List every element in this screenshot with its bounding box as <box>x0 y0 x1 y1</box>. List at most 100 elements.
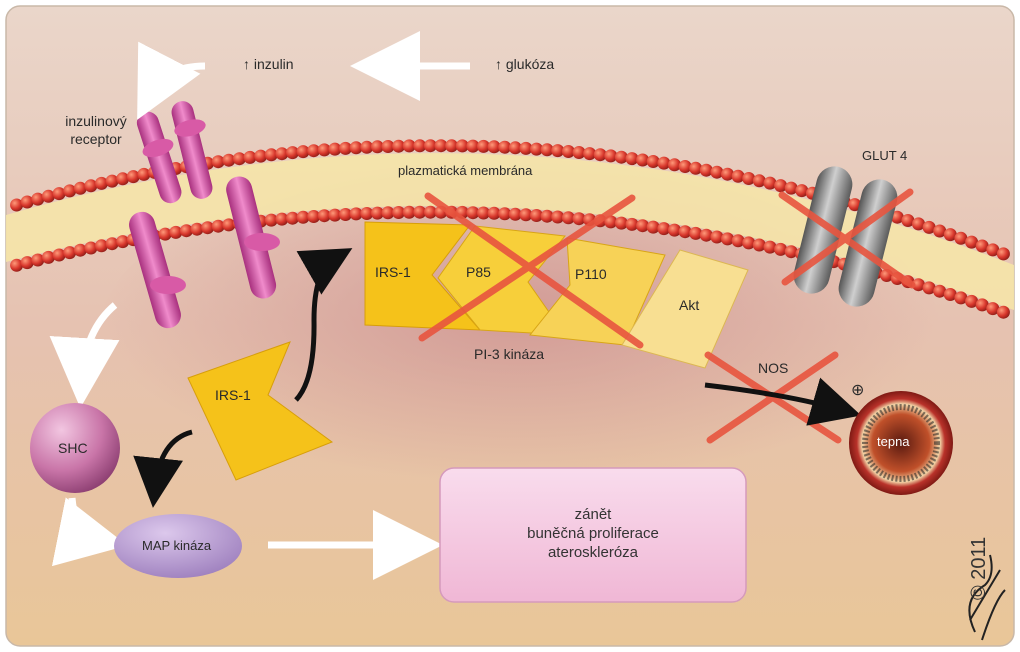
lipid-head <box>477 139 490 153</box>
lipid-head <box>508 141 522 155</box>
lipid-head <box>646 155 660 168</box>
lipid-head <box>360 140 374 154</box>
lipid-head <box>105 237 119 251</box>
lipid-head <box>41 250 55 264</box>
lipid-head <box>286 146 299 160</box>
lipid-head <box>466 206 480 220</box>
shc-node <box>30 403 120 493</box>
lipid-head <box>286 211 299 225</box>
lipid-head <box>137 167 151 181</box>
p110-block <box>529 237 666 346</box>
lipid-head <box>784 245 798 259</box>
lipid-head <box>975 298 989 312</box>
lipid-head <box>763 240 777 254</box>
irs1-bottom-block <box>187 341 334 481</box>
membrane-band <box>6 153 1014 310</box>
lipid-head <box>763 176 777 190</box>
lipid-head <box>498 140 512 154</box>
lipid-head <box>986 302 1000 316</box>
lipid-head <box>381 140 395 153</box>
insulin-receptor <box>129 101 280 329</box>
lipid-head <box>95 239 108 253</box>
lipid-head <box>901 214 915 227</box>
lipid-head <box>668 158 681 172</box>
receptor-label-line2: receptor <box>70 131 122 147</box>
lipid-head <box>699 228 713 242</box>
shc-label: SHC <box>58 440 88 456</box>
glut4-label: GLUT 4 <box>862 148 908 163</box>
lipid-head <box>349 141 363 155</box>
lipid-head <box>614 150 628 164</box>
lipid-head <box>413 205 427 219</box>
lipid-head <box>668 223 681 237</box>
lipid-head <box>423 139 437 153</box>
nos-label: NOS <box>758 360 789 376</box>
lipid-head <box>307 210 321 223</box>
lipid-head <box>604 149 618 163</box>
receptor-to-shc-arrow <box>49 302 120 408</box>
lipid-head <box>774 242 788 256</box>
outcome-line-2: buněčná proliferace <box>527 525 659 542</box>
lipid-head <box>721 167 734 181</box>
outcome-line-1: zánět <box>574 506 612 523</box>
lipid-head <box>434 139 448 153</box>
lipid-head <box>933 224 947 238</box>
lipid-head <box>487 140 501 154</box>
lipid-head <box>572 146 586 159</box>
shc-to-mapk-arrow <box>51 497 128 567</box>
lipid-head <box>190 222 204 236</box>
lipid-head <box>423 205 437 219</box>
lipid-head <box>890 210 904 224</box>
outcome-box <box>439 467 747 603</box>
lipid-head <box>381 206 395 220</box>
lipid-head <box>678 225 692 239</box>
lipid-head <box>975 239 989 253</box>
lipid-head <box>413 139 427 153</box>
lipid-head <box>657 222 671 236</box>
lipid-head <box>84 241 98 255</box>
lipid-head <box>41 189 55 203</box>
lipid-head <box>339 208 352 221</box>
lipid-head <box>317 143 331 157</box>
lipid-head <box>455 139 469 153</box>
lipid-head <box>317 209 331 223</box>
lipid-head <box>625 217 639 231</box>
lipid-head <box>296 145 310 159</box>
lipid-head <box>784 181 798 195</box>
lipid-head <box>307 144 321 158</box>
lipid-head <box>158 227 172 241</box>
lipid-head <box>211 155 225 169</box>
lipid-head <box>243 150 257 164</box>
lipid-head <box>572 212 586 226</box>
lipid-head <box>370 140 384 154</box>
lipid-head <box>10 198 24 212</box>
lipid-head <box>912 278 925 292</box>
akt-label: Akt <box>679 297 700 313</box>
lipid-head <box>31 192 45 206</box>
lipid-head <box>752 174 766 188</box>
lipid-head <box>954 231 968 245</box>
irs1-to-irs1-top-arrow <box>294 248 353 402</box>
insulin-to-receptor-arrow <box>137 41 206 120</box>
lipid-head <box>752 238 766 252</box>
lipid-head <box>678 160 692 173</box>
lipid-head <box>593 148 607 162</box>
lipid-head <box>731 169 745 183</box>
lipid-head <box>965 235 979 249</box>
lipid-head <box>540 143 554 157</box>
lipid-head <box>943 228 957 242</box>
lipid-head <box>689 226 703 240</box>
lipid-head <box>328 208 342 222</box>
mapk-node <box>114 514 242 578</box>
lipid-head <box>731 234 745 248</box>
glucose-label: ↑ glukóza <box>495 56 555 72</box>
lipid-head <box>965 294 979 308</box>
insulin-label: ↑ inzulin <box>243 56 294 72</box>
lipid-head <box>721 232 734 246</box>
plus-sign: ⊕ <box>851 382 865 399</box>
lipid-head <box>10 258 24 272</box>
lipid-head <box>275 147 289 161</box>
lipid-head <box>52 248 66 262</box>
lipid-head <box>392 206 406 219</box>
